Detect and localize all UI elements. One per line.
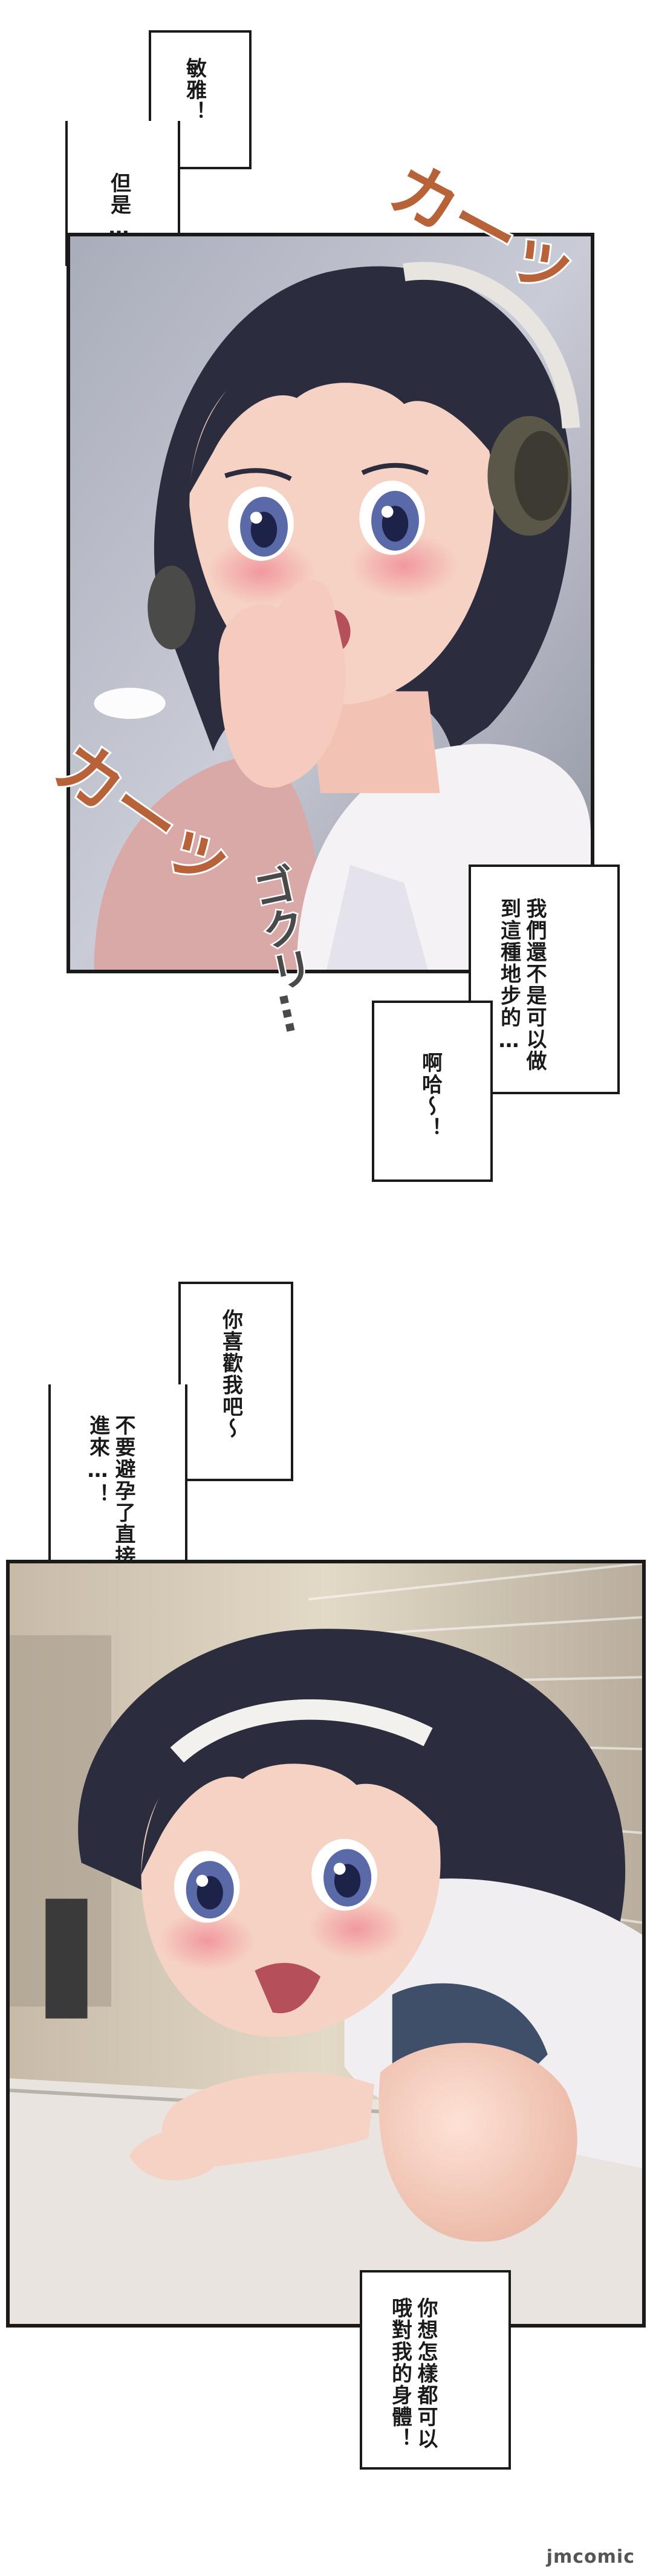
comic-panel-2 (6, 1560, 646, 2328)
comic-panel-1 (67, 233, 594, 973)
bubble-text-top-2: 但是… (106, 172, 131, 241)
watermark-logo: jmcomic (546, 2546, 635, 2568)
bubble-text-mid-1: 我們還不是可以做到這種地步的… (496, 898, 547, 1072)
bubble-text-mid-2: 啊哈～！ (418, 1052, 443, 1139)
speech-bubble-mid-1 (469, 865, 620, 1094)
speech-bubble-low-1 (178, 1282, 293, 1481)
bubble-text-top-1: 敏雅！ (182, 57, 207, 123)
speech-bubble-mid-2 (372, 1001, 493, 1182)
bubble-text-bottom-1: 你想怎樣都可以哦對我的身體！ (388, 2297, 438, 2450)
bubble-text-low-1: 你喜歡我吧～ (218, 1309, 243, 1439)
speech-bubble-bottom-1 (360, 2270, 511, 2470)
